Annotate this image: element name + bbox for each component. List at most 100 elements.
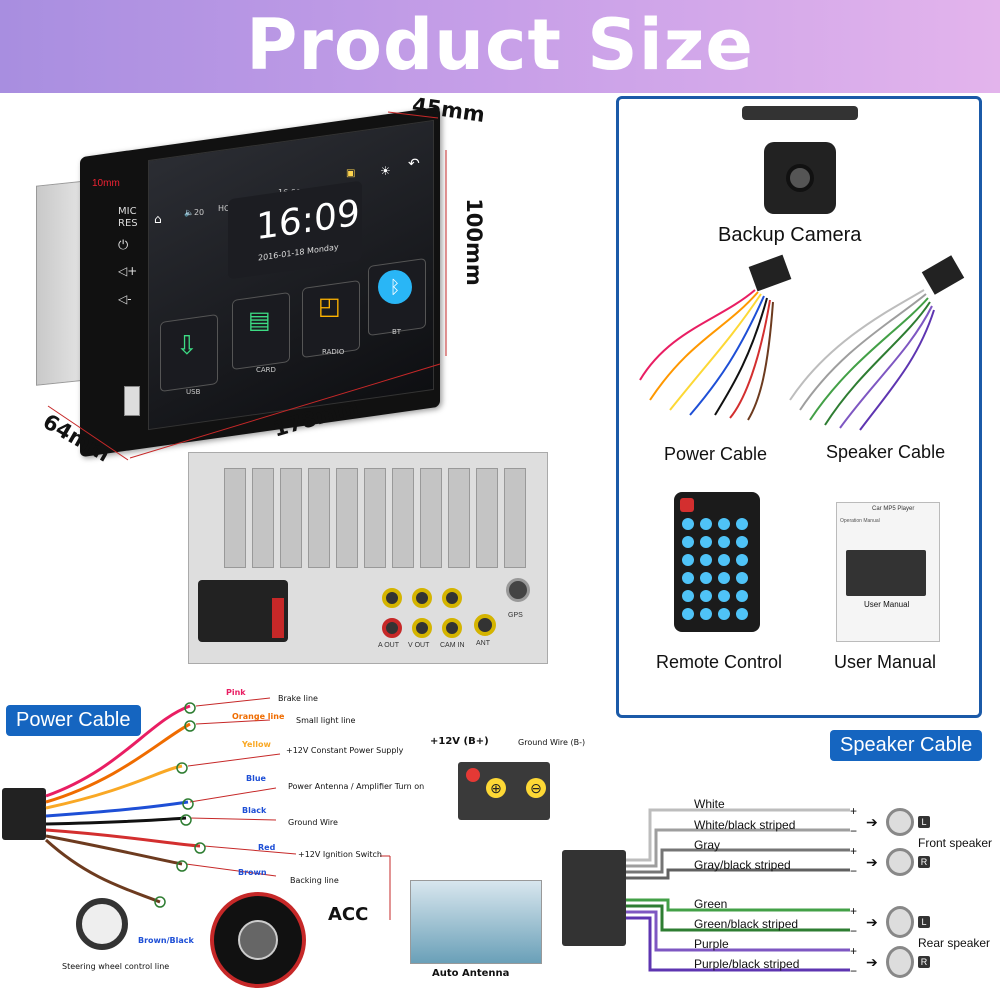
manual-cover-label: User Manual	[864, 600, 910, 609]
cam-in-label: CAM IN	[440, 642, 465, 649]
auto-antenna-image	[410, 880, 542, 964]
heat-fin	[308, 468, 330, 568]
page-title: Product Size	[246, 4, 754, 86]
heat-fin	[224, 468, 246, 568]
speaker-wire-gray: Gray	[694, 838, 721, 852]
speaker-wire-white: White	[694, 797, 725, 811]
heat-fin	[392, 468, 414, 568]
brown-black-label: Brown/Black	[138, 936, 194, 945]
wire-blue-name: Blue	[246, 774, 266, 783]
speaker-wire-purple: Purple	[694, 937, 729, 951]
steering-wheel-icon	[76, 898, 128, 950]
wire-red-desc: +12V Ignition Switch	[298, 850, 382, 859]
wire-yellow-name: Yellow	[242, 740, 271, 749]
gps-jack	[506, 578, 530, 602]
home-icon[interactable]: ⌂	[154, 212, 162, 226]
remote-keypad	[682, 518, 748, 620]
wire-pink-desc: Brake line	[278, 694, 318, 703]
arrow-icon: ➔	[866, 814, 878, 830]
antenna-jack	[474, 614, 496, 636]
speaker-connector	[562, 850, 626, 946]
minus-sign: −	[850, 924, 858, 938]
sd-card-icon: ▤	[248, 307, 271, 334]
battery-terminal	[466, 768, 480, 782]
heat-fin	[336, 468, 358, 568]
plus-sign: +	[850, 844, 858, 858]
minus-sign: −	[850, 964, 858, 978]
camera-lens-icon	[786, 164, 814, 192]
plus-sign: +	[850, 944, 858, 958]
battery-negative-icon: ⊖	[526, 778, 546, 798]
dimension-lines	[47, 111, 447, 461]
wire-pink-name: Pink	[226, 688, 246, 697]
speaker-icon	[886, 946, 914, 978]
power-cable-label: Power Cable	[664, 444, 768, 464]
backup-camera-label: Backup Camera	[718, 224, 862, 246]
speaker-wire-gray-black: Gray/black striped	[694, 858, 791, 872]
arrow-icon: ➔	[866, 914, 878, 930]
bluetooth-icon: ᛒ	[378, 270, 412, 304]
app-label-card: CARD	[256, 366, 276, 374]
speaker-wire-white-black: White/black striped	[694, 818, 796, 832]
ground-label: Ground Wire (B-)	[518, 738, 586, 747]
key-slot-icon	[238, 920, 278, 960]
heat-fin	[504, 468, 526, 568]
a-out-label: A OUT	[378, 642, 400, 649]
wire-black-desc: Ground Wire	[288, 818, 338, 827]
power-button-icon[interactable]: ⏻	[118, 238, 129, 253]
rca-jack	[412, 588, 432, 608]
height-dimension: 100mm	[461, 198, 486, 286]
heat-fin	[252, 468, 274, 568]
speaker-cable-label: Speaker Cable	[826, 442, 946, 462]
heat-fin	[420, 468, 442, 568]
bezel-dimension: 10mm	[92, 178, 120, 189]
speaker-wire-green-black: Green/black striped	[694, 917, 799, 931]
battery-plus-label: +12V (B+)	[430, 736, 489, 747]
connector-clip	[272, 598, 284, 638]
cable-illustrations	[639, 254, 965, 431]
wire-brown-name: Brown	[238, 868, 267, 877]
back-icon[interactable]: ↶	[408, 156, 420, 172]
front-speaker-label: Front speaker	[918, 836, 993, 850]
speaker-icon	[886, 906, 914, 938]
radio-icon: ◰	[318, 293, 341, 320]
plus-sign: +	[850, 904, 858, 918]
app-label-radio: RADIO	[322, 348, 345, 356]
arrow-icon: ➔	[866, 954, 878, 970]
gps-label: GPS	[508, 612, 523, 619]
volume-down-icon[interactable]: ◁-	[118, 292, 132, 306]
speaker-icon	[886, 808, 914, 836]
volume-up-icon[interactable]: ◁+	[118, 264, 138, 278]
acc-label: ACC	[328, 904, 369, 925]
manual-cover-title: Car MP5 Player	[872, 506, 915, 512]
rca-jack	[382, 618, 402, 638]
v-out-label: V OUT	[408, 642, 430, 649]
speaker-icon: 🔈	[184, 208, 194, 217]
brightness-icon[interactable]: ☀	[380, 164, 391, 178]
volume-level: 20	[193, 208, 205, 217]
user-manual-label: User Manual	[834, 652, 937, 672]
plus-sign: +	[850, 804, 858, 818]
auto-antenna-label: Auto Antenna	[432, 968, 510, 979]
right-channel-badge: R	[918, 856, 930, 868]
mic-label: MIC	[118, 206, 137, 217]
remote-control-label: Remote Control	[656, 652, 783, 672]
arrow-icon: ➔	[866, 854, 878, 870]
wire-brown-desc: Backing line	[290, 876, 339, 885]
speaker-wire-green: Green	[694, 897, 728, 911]
manual-cover-subtitle: Operation Manual	[840, 518, 880, 524]
speaker-wires	[626, 808, 850, 972]
heat-fin	[364, 468, 386, 568]
rca-jack	[442, 588, 462, 608]
wire-red-name: Red	[258, 843, 276, 852]
volume-indicator: 🔈20	[184, 208, 204, 217]
heat-fin	[448, 468, 470, 568]
right-channel-badge: R	[918, 956, 930, 968]
rca-jack	[412, 618, 432, 638]
rca-jack	[382, 588, 402, 608]
steering-label: Steering wheel control line	[62, 962, 170, 971]
speaker-cable-tag: Speaker Cable	[830, 730, 983, 761]
usb-icon: ⇩	[176, 330, 198, 360]
power-wires	[44, 697, 391, 920]
heat-fin	[476, 468, 498, 568]
